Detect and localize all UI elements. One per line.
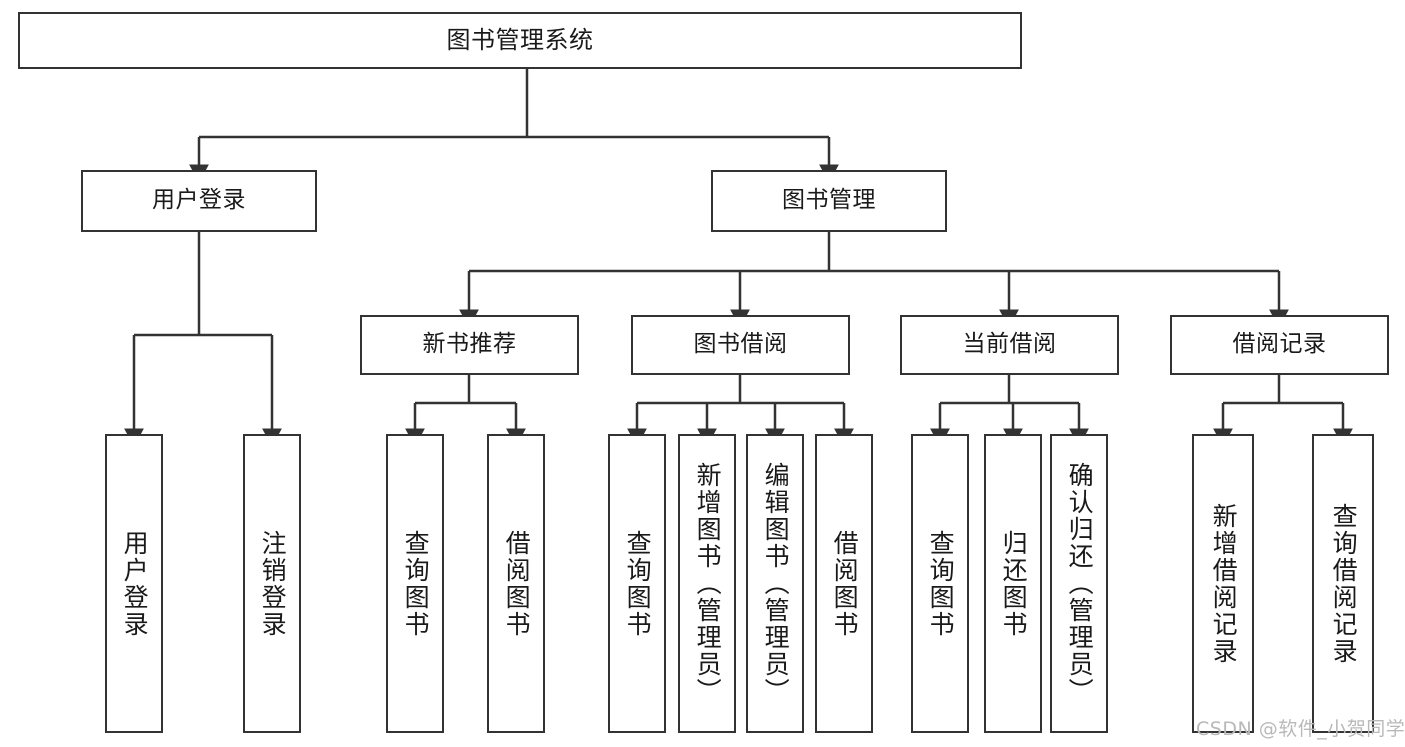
node-label: 查询借阅记录 (1329, 502, 1359, 665)
node-label: 查询图书 (623, 529, 653, 638)
node-label: 图书借阅 (693, 331, 788, 358)
node-label: 借阅图书 (830, 529, 860, 638)
node-new-book-recommend[interactable]: 新书推荐 (360, 315, 579, 375)
node-label: 注销登录 (258, 529, 288, 638)
node-user-login[interactable]: 用户登录 (81, 170, 317, 232)
node-current-borrow[interactable]: 当前借阅 (900, 315, 1119, 375)
node-leaf-user-logout[interactable]: 注销登录 (243, 434, 301, 733)
node-label: 查询图书 (926, 529, 956, 638)
node-leaf-newbook-borrow-book[interactable]: 借阅图书 (487, 434, 545, 733)
node-leaf-record-query-borrow-record[interactable]: 查询借阅记录 (1312, 434, 1374, 733)
node-label: 确认归还（管理员） (1065, 462, 1095, 705)
node-label: 当前借阅 (962, 331, 1057, 358)
node-book-borrow[interactable]: 图书借阅 (631, 315, 850, 375)
node-leaf-borrow-add-book-admin[interactable]: 新增图书（管理员） (678, 434, 736, 733)
node-label: 新增图书（管理员） (693, 462, 723, 705)
node-label: 编辑图书（管理员） (761, 462, 791, 705)
node-label: 借阅图书 (502, 529, 532, 638)
node-label: 借阅记录 (1232, 331, 1327, 358)
node-label: 新增借阅记录 (1209, 502, 1239, 665)
node-label: 查询图书 (401, 529, 431, 638)
node-root-library-system[interactable]: 图书管理系统 (18, 12, 1022, 69)
node-leaf-borrow-edit-book-admin[interactable]: 编辑图书（管理员） (746, 434, 804, 733)
node-leaf-newbook-query-book[interactable]: 查询图书 (386, 434, 444, 733)
node-label: 图书管理 (782, 187, 876, 214)
node-leaf-borrow-lend-book[interactable]: 借阅图书 (815, 434, 873, 733)
node-leaf-current-confirm-return-admin[interactable]: 确认归还（管理员） (1050, 434, 1108, 733)
node-leaf-current-return-book[interactable]: 归还图书 (984, 434, 1042, 733)
node-leaf-borrow-query-book[interactable]: 查询图书 (608, 434, 666, 733)
node-label: 图书管理系统 (446, 26, 594, 55)
node-label: 新书推荐 (422, 331, 517, 358)
node-leaf-record-add-borrow-record[interactable]: 新增借阅记录 (1192, 434, 1254, 733)
node-leaf-current-query-book[interactable]: 查询图书 (911, 434, 969, 733)
node-label: 归还图书 (999, 529, 1029, 638)
node-book-management[interactable]: 图书管理 (711, 170, 947, 232)
node-leaf-user-login[interactable]: 用户登录 (105, 434, 163, 733)
node-borrow-record[interactable]: 借阅记录 (1170, 315, 1389, 375)
node-label: 用户登录 (152, 187, 246, 214)
watermark: CSDN @软件_小贺同学 (1196, 718, 1405, 740)
edge-paths (124, 69, 1353, 447)
node-label: 用户登录 (120, 529, 150, 638)
